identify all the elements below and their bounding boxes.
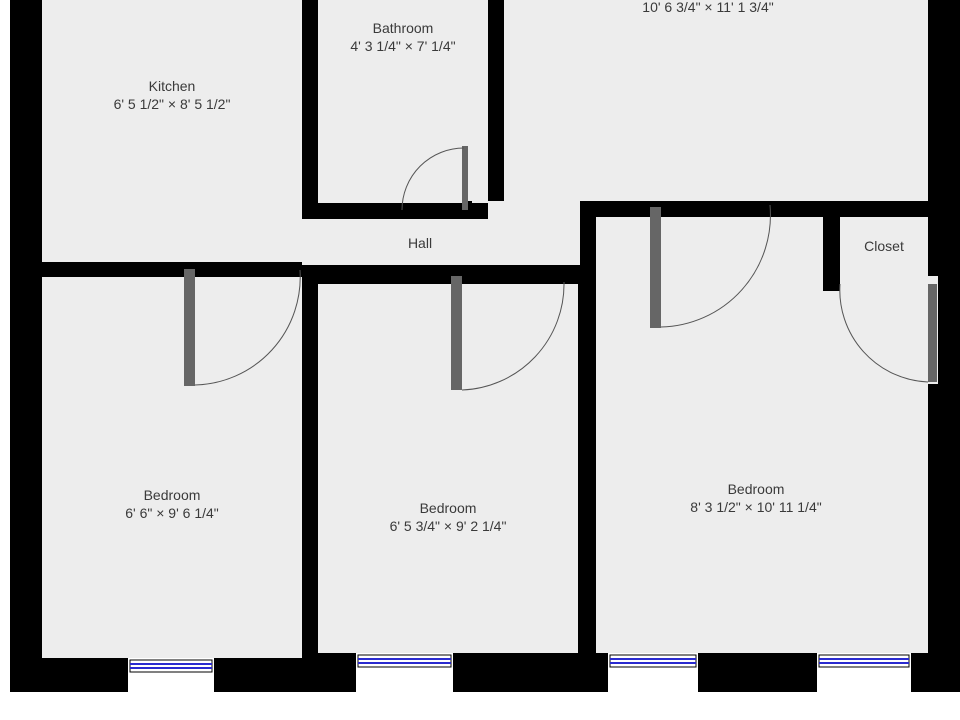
bedroom-right-dimensions: 8' 3 1/2" × 10' 11 1/4": [690, 499, 822, 515]
bedroom-middle-name: Bedroom: [419, 500, 477, 516]
bedroom-left-dimensions: 6' 6" × 9' 6 1/4": [125, 505, 219, 521]
right-bedroom-left-wall: [580, 201, 596, 653]
hall-label: Hall: [370, 234, 470, 252]
bedroom-right-name: Bedroom: [727, 481, 785, 497]
right-bedroom-top-wall-2: [770, 201, 928, 217]
closet-left-wall: [823, 217, 840, 291]
hall-floor-upper: [488, 201, 580, 265]
bedroom-right-label: Bedroom 8' 3 1/2" × 10' 11 1/4": [596, 480, 916, 516]
window-left: [128, 658, 214, 692]
top-room-dimensions: 10' 6 3/4" × 11' 1 3/4": [642, 0, 774, 15]
bathroom-dimensions: 4' 3 1/4" × 7' 1/4": [350, 38, 456, 54]
kitchen-floor: [42, 0, 302, 262]
window-right-1: [608, 653, 698, 692]
bathroom-door: [462, 146, 468, 210]
closet-label: Closet: [840, 237, 928, 255]
bedroom-right-door-swing: [660, 204, 771, 328]
bedroom-middle-floor: [318, 284, 578, 653]
bedroom-left-door-swing: [194, 269, 301, 386]
hall-floor-right: [565, 201, 580, 265]
bedroom-middle-dimensions: 6' 5 3/4" × 9' 2 1/4": [389, 518, 507, 534]
kitchen-name: Kitchen: [148, 78, 196, 94]
bathroom-label: Bathroom 4' 3 1/4" × 7' 1/4": [318, 19, 488, 55]
hall-bathroom-wall: [302, 203, 402, 219]
kitchen-label: Kitchen 6' 5 1/2" × 8' 5 1/2": [42, 77, 302, 113]
bathroom-name: Bathroom: [372, 20, 434, 36]
bedroom-middle-label: Bedroom 6' 5 3/4" × 9' 2 1/4": [318, 499, 578, 535]
closet-door: [928, 284, 937, 382]
bedroom-left-label: Bedroom 6' 6" × 9' 6 1/4": [42, 486, 302, 522]
closet-floor: [840, 217, 928, 287]
bathroom-door-swing: [401, 147, 465, 211]
window-middle: [356, 653, 453, 692]
bathroom-right-wall: [488, 0, 504, 201]
bedroom-middle-door-swing: [461, 281, 565, 391]
right-bedroom-top-wall: [580, 201, 650, 217]
kitchen-dimensions: 6' 5 1/2" × 8' 5 1/2": [113, 96, 231, 112]
closet-name: Closet: [864, 238, 904, 254]
bedroom-middle-door: [451, 276, 462, 390]
bedroom-left-floor: [42, 277, 302, 658]
kitchen-bedroom-wall: [42, 262, 184, 277]
bedroom-left-name: Bedroom: [143, 487, 201, 503]
top-room-floor: [504, 0, 928, 201]
closet-door-swing: [839, 283, 929, 383]
bedroom-left-door: [184, 269, 195, 386]
window-right-2: [817, 653, 911, 692]
hall-name: Hall: [407, 235, 433, 251]
hall-bottom-wall: [318, 265, 450, 284]
bedroom-right-door: [650, 207, 661, 328]
hall-right-wall-stub: [565, 265, 580, 284]
top-room-label: 10' 6 3/4" × 11' 1 3/4": [568, 0, 848, 16]
bathroom-floor: [318, 0, 488, 203]
